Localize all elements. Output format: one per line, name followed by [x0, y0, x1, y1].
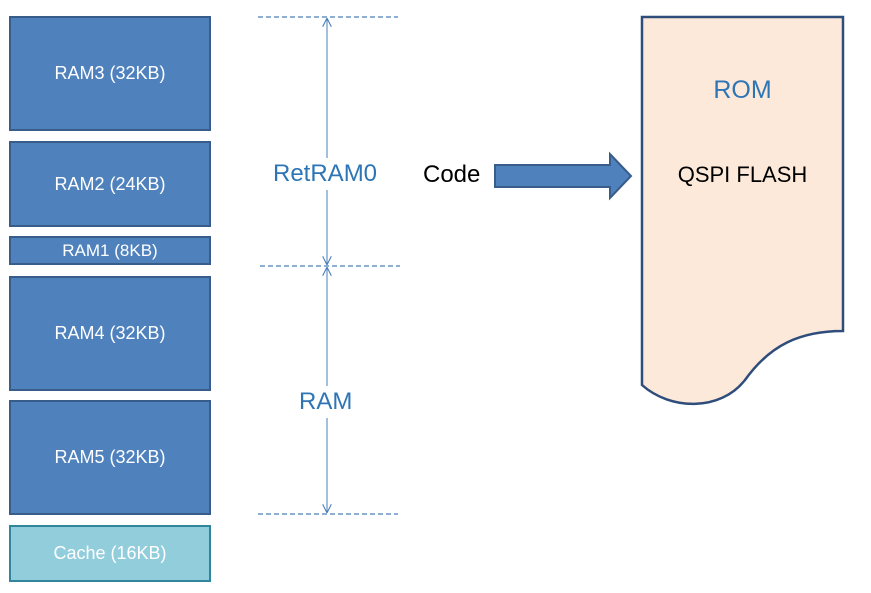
memory-block-cache: Cache (16KB) — [9, 525, 211, 582]
memory-block-ram4: RAM4 (32KB) — [9, 276, 211, 391]
ram-region-label: RAM — [299, 386, 353, 418]
rom-document-shape — [640, 15, 845, 406]
rom-content-label: QSPI FLASH — [677, 162, 808, 187]
memory-block-label: RAM3 (32KB) — [54, 63, 166, 83]
memory-block-ram5: RAM5 (32KB) — [9, 400, 211, 515]
memory-block-ram1: RAM1 (8KB) — [9, 236, 211, 265]
code-to-rom-arrow — [494, 151, 633, 201]
rom-title: ROM — [713, 76, 772, 104]
memory-block-ram3: RAM3 (32KB) — [9, 16, 211, 131]
memory-block-label: RAM5 (32KB) — [54, 447, 166, 467]
memory-block-label: RAM4 (32KB) — [54, 323, 166, 343]
retram-region-label: RetRAM0 — [273, 158, 378, 190]
memory-block-label: RAM2 (24KB) — [54, 173, 166, 194]
memory-block-label: Cache (16KB) — [53, 543, 167, 563]
memory-block-label: RAM1 (8KB) — [62, 240, 158, 260]
code-label: Code — [423, 161, 481, 188]
memory-block-ram2: RAM2 (24KB) — [9, 141, 211, 227]
